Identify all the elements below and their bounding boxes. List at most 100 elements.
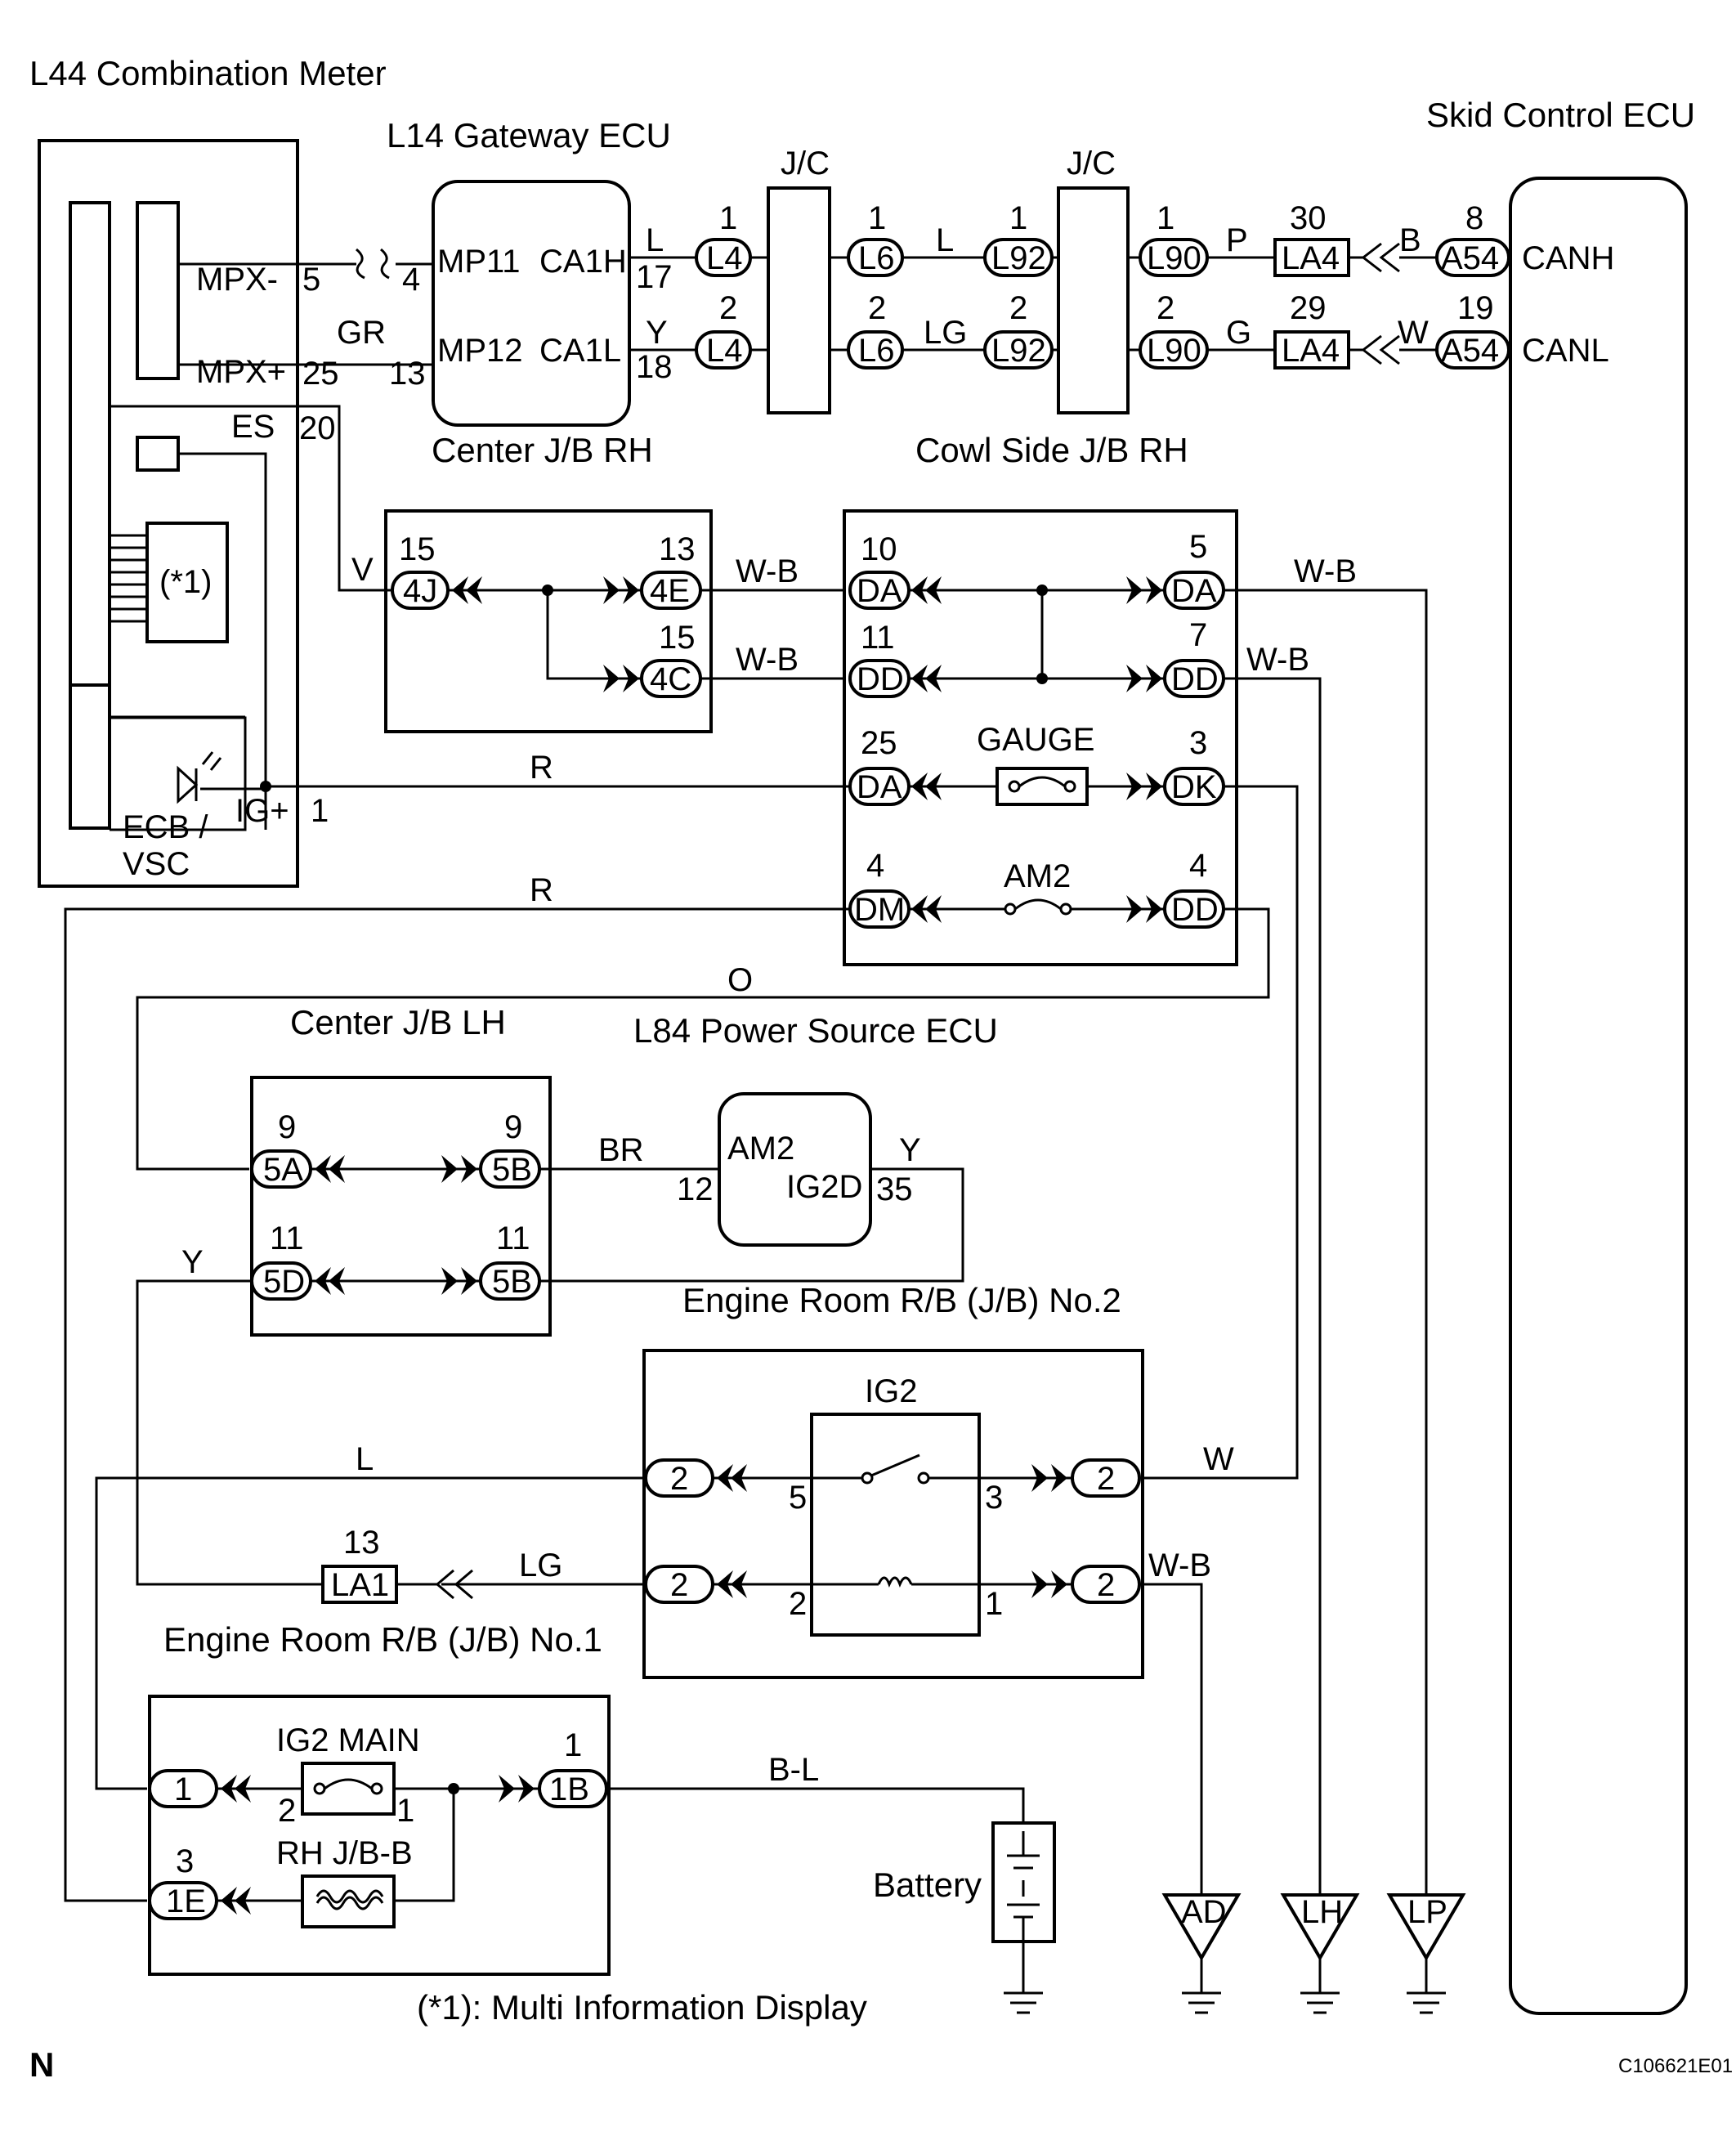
corner-n: N <box>29 2045 54 2084</box>
wire-g: G <box>1226 315 1251 351</box>
conn-l6-2: L6 <box>858 333 895 369</box>
wire-r-2: R <box>530 872 553 908</box>
num-l90-1: 1 <box>1157 200 1174 236</box>
ground-ad: AD <box>1161 1893 1242 2014</box>
conn-a54-19: A54 <box>1441 333 1499 369</box>
pin-mp12: MP12 <box>437 333 523 369</box>
num-mpx-4: 4 <box>402 262 420 298</box>
pin-am2: AM2 <box>727 1131 794 1167</box>
multi-info-display-marker: (*1) <box>159 564 212 600</box>
num-dk-3: 3 <box>1189 725 1207 761</box>
fuse-rh-jb-b: RH J/B-B <box>276 1835 413 1871</box>
combination-meter-title: L44 Combination Meter <box>29 54 387 92</box>
vsc-label: VSC <box>123 846 190 882</box>
num-mpx-13: 13 <box>389 356 426 392</box>
wire-l-2: L <box>936 222 954 258</box>
wire-y-left: Y <box>181 1244 204 1280</box>
num-l90-2: 2 <box>1157 290 1174 326</box>
footnote: (*1): Multi Information Display <box>417 1988 867 2027</box>
wire-w-1: W <box>1398 315 1429 351</box>
wire-r-1: R <box>530 750 553 786</box>
conn-l6-1: L6 <box>858 240 895 276</box>
num-la4-29: 29 <box>1290 290 1327 326</box>
combination-meter: MPX- MPX+ ES (*1) ECB / VSC IG+ <box>38 139 341 888</box>
num-da-10: 10 <box>861 531 897 567</box>
conn-r2-2: 2 <box>670 1567 688 1603</box>
pin-mp11: MP11 <box>437 244 521 280</box>
conn-r2-3: 2 <box>1097 1461 1115 1497</box>
conn-5d: 5D <box>263 1264 305 1300</box>
num-ecu-12: 12 <box>677 1171 714 1207</box>
jc2-box <box>1057 186 1130 414</box>
jc1-box <box>767 186 831 414</box>
ground-lh-label: LH <box>1301 1894 1343 1930</box>
num-17: 17 <box>636 259 673 295</box>
pin-ca1l: CA1L <box>539 333 621 369</box>
center-jb-rh-label: Center J/B RH <box>432 431 653 469</box>
drawing-code: C106621E01 <box>1618 2055 1733 2077</box>
num-es-20: 20 <box>299 410 336 446</box>
skid-control-ecu: CANH CANL <box>1509 177 1688 2015</box>
num-ig2-2: 2 <box>789 1586 807 1622</box>
conn-1: 1 <box>174 1771 192 1807</box>
center-jb-lh-box: 5A 5B 5D 5B 9 9 11 11 <box>250 1076 552 1337</box>
cowl-jb-rh-label: Cowl Side J/B RH <box>915 431 1188 469</box>
wire-w-2: W <box>1203 1441 1234 1477</box>
conn-l4-2: L4 <box>706 333 743 369</box>
jc1-label: J/C <box>781 146 830 181</box>
num-dd-11: 11 <box>861 620 895 656</box>
ecb-label: ECB / <box>123 809 208 845</box>
battery-label: Battery <box>873 1866 982 1904</box>
wire-lg-mid: LG <box>519 1547 562 1583</box>
pin-es: ES <box>231 409 275 445</box>
wire-br: BR <box>598 1132 644 1168</box>
center-jb-rh-box: 4J 4E 4C 15 13 15 <box>338 509 713 733</box>
num-l6-2: 2 <box>868 290 886 326</box>
num-da-25: 25 <box>861 725 897 761</box>
num-la1-13: 13 <box>343 1525 380 1561</box>
conn-dk-3: DK <box>1171 769 1217 805</box>
conn-l92-2: L92 <box>991 333 1046 369</box>
conn-da-10: DA <box>857 573 902 609</box>
conn-la1-box <box>321 1565 398 1604</box>
num-mpx-5: 5 <box>302 262 320 298</box>
power-source-ecu-label: L84 Power Source ECU <box>633 1011 998 1050</box>
wire-b: B <box>1399 222 1421 258</box>
conn-1e: 1E <box>166 1883 206 1919</box>
num-l4-2: 2 <box>719 290 737 326</box>
num-5a-9: 9 <box>278 1109 296 1145</box>
ground-ad-label: AD <box>1181 1894 1227 1930</box>
pin-mpx-minus: MPX- <box>196 262 278 298</box>
conn-la1: LA1 <box>331 1567 389 1603</box>
num-a54-19: 19 <box>1457 290 1494 326</box>
jc2-label: J/C <box>1067 146 1116 181</box>
skid-ecu-title: Skid Control ECU <box>1426 96 1695 134</box>
engine-rb1-box: 1 1B 1E IG2 MAIN RH J/B-B 2 1 1 3 <box>148 1695 611 1976</box>
num-4c-15: 15 <box>659 620 696 656</box>
num-fuse-1: 1 <box>396 1793 414 1829</box>
wire-wb-4: W-B <box>1246 642 1309 678</box>
wire-o: O <box>727 962 753 998</box>
wire-p: P <box>1226 222 1248 258</box>
wire-y-1: Y <box>646 315 668 351</box>
battery-symbol <box>991 1821 1056 2014</box>
power-source-ecu: AM2 IG2D <box>718 1092 872 1247</box>
ground-lp: LP <box>1386 1893 1466 2014</box>
num-la4-30: 30 <box>1290 200 1327 236</box>
gateway-ecu-title: L14 Gateway ECU <box>387 116 671 155</box>
num-dd-4: 4 <box>1189 848 1207 884</box>
wire-v: V <box>351 552 374 588</box>
num-da-5: 5 <box>1189 529 1207 565</box>
conn-1b: 1B <box>549 1771 589 1807</box>
wire-l-mid: L <box>356 1441 374 1477</box>
conn-da-25: DA <box>857 769 902 805</box>
num-fuse-2: 2 <box>278 1793 296 1829</box>
wire-wb-2: W-B <box>736 642 799 678</box>
num-l92-1: 1 <box>1009 200 1027 236</box>
conn-4j: 4J <box>403 573 437 609</box>
num-5b-11: 11 <box>496 1221 530 1256</box>
wire-y-ecu: Y <box>899 1132 921 1168</box>
wire-lg-1: LG <box>924 315 967 351</box>
wire-gr: GR <box>337 315 386 351</box>
conn-dd-7: DD <box>1171 661 1219 697</box>
